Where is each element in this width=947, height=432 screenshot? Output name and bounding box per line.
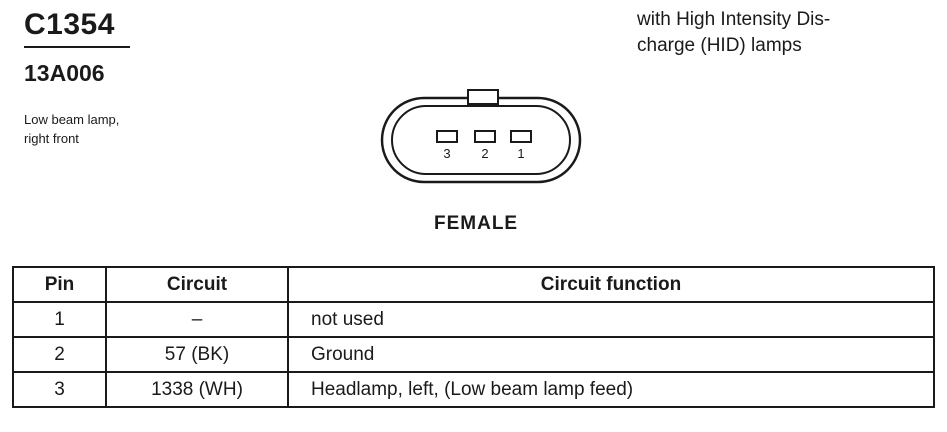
cell-pin: 3 [12,371,107,408]
cell-circuit-function: not used [287,301,935,338]
connector-id: C1354 [24,8,115,41]
connector-latch-tab [467,89,499,105]
pin-cavity-1 [510,130,532,143]
note-line-2: charge (HID) lamps [637,35,802,56]
connector-inner-shell [391,105,571,175]
pin-cavity-3 [436,130,458,143]
description-line-1: Low beam lamp, [24,112,120,127]
pin-label-2: 2 [481,146,489,161]
table-row: 3 1338 (WH) Headlamp, left, (Low beam la… [12,371,935,408]
pinout-table: Pin Circuit Circuit function 1 – not use… [12,266,935,408]
cell-pin: 1 [12,301,107,338]
connector-diagram: 3 2 1 [380,86,582,186]
cell-circuit: 1338 (WH) [105,371,289,408]
pin-label-3: 3 [443,146,451,161]
note-line-1: with High Intensity Dis- [637,9,831,30]
table-row: 2 57 (BK) Ground [12,336,935,373]
connector-face-icon [380,89,582,184]
cell-circuit: 57 (BK) [105,336,289,373]
connector-description: Low beam lamp, right front [24,110,119,148]
part-number: 13A006 [24,60,105,86]
description-line-2: right front [24,131,79,146]
applicability-note: with High Intensity Dis- charge (HID) la… [637,7,830,59]
column-header-circuit: Circuit [105,266,289,303]
pin-label-1: 1 [517,146,525,161]
column-header-pin: Pin [12,266,107,303]
cell-circuit-function: Headlamp, left, (Low beam lamp feed) [287,371,935,408]
pin-cavity-2 [474,130,496,143]
table-row: 1 – not used [12,301,935,338]
cell-pin: 2 [12,336,107,373]
cell-circuit-function: Ground [287,336,935,373]
title-underline [24,46,130,48]
connector-gender-label: FEMALE [434,213,519,234]
column-header-circuit-function: Circuit function [287,266,935,303]
table-header-row: Pin Circuit Circuit function [12,266,935,303]
cell-circuit: – [105,301,289,338]
